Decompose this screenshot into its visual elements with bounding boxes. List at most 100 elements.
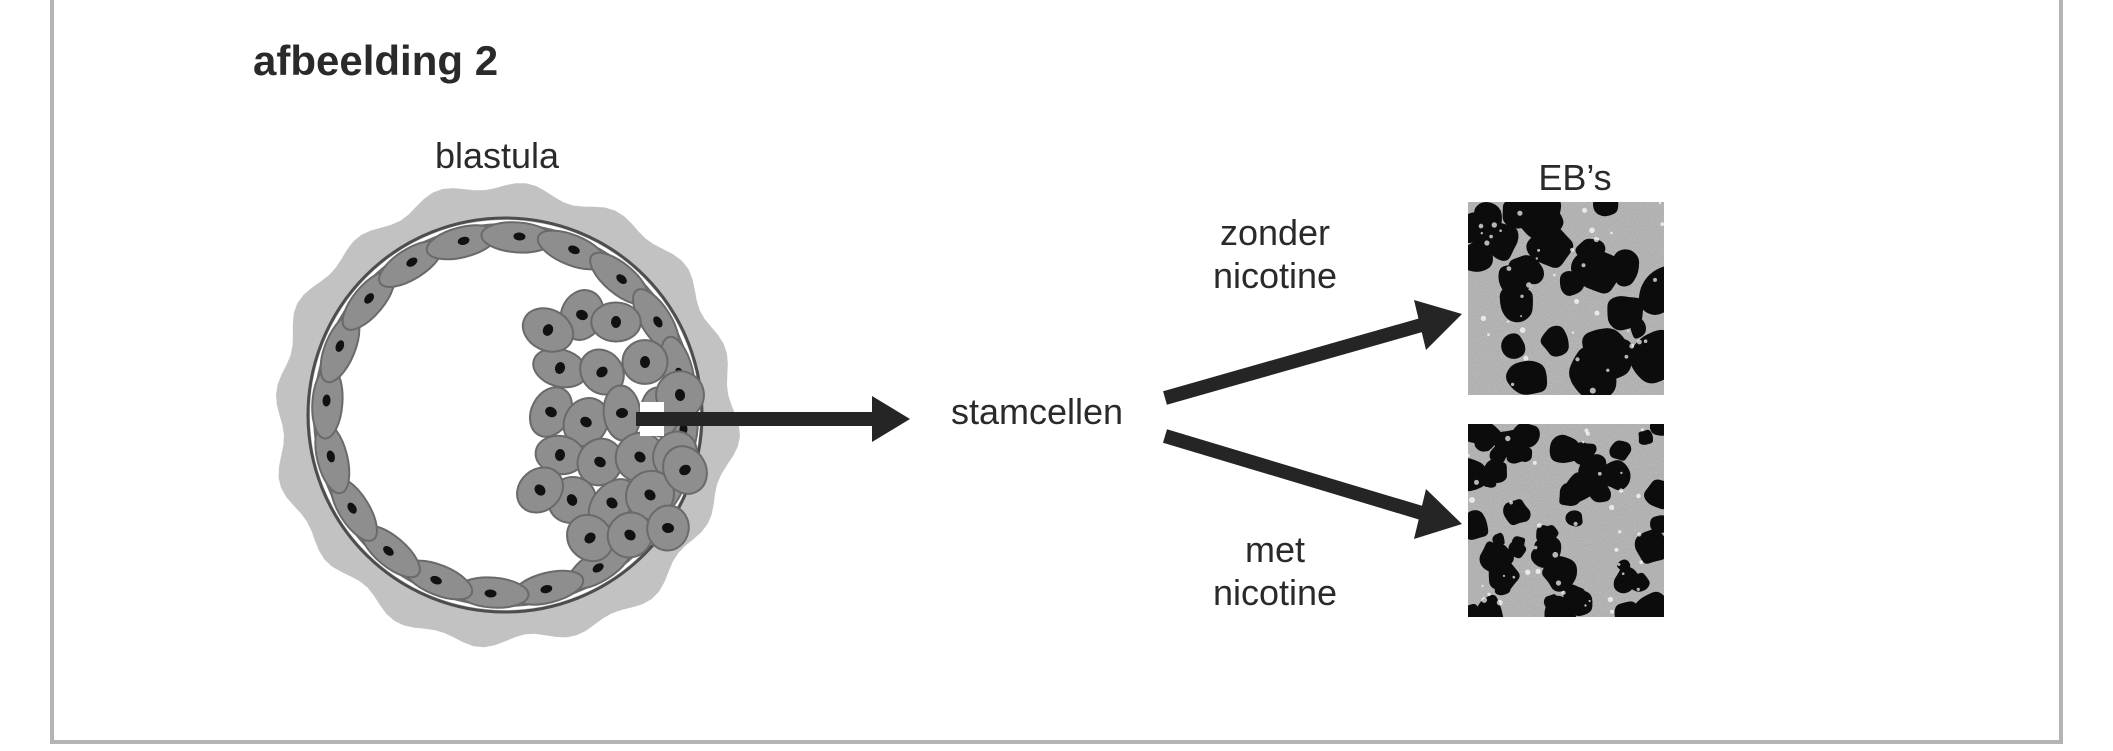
cell-nucleus: [513, 232, 526, 241]
icm-cell: [606, 511, 654, 559]
micrograph-speck: [1589, 387, 1596, 394]
embryoid-body: [1568, 590, 1593, 617]
micrograph-speck: [1571, 331, 1575, 334]
arrow-with-nicotine: [1162, 429, 1462, 539]
micrograph-speck: [1481, 584, 1484, 588]
icm-cell: [646, 504, 690, 552]
micrograph-speck: [1523, 355, 1529, 361]
icm-cell: [528, 386, 574, 438]
micrograph-speck: [1480, 232, 1484, 235]
arrow-to-stem-cells: [636, 396, 910, 442]
micrograph-speck: [1609, 504, 1615, 511]
embryoid-body: [1542, 555, 1578, 592]
micrograph-speck: [1526, 282, 1532, 288]
micrograph-speck: [1520, 315, 1523, 318]
cell-nucleus: [616, 274, 627, 285]
cell-nucleus: [610, 316, 622, 328]
micrograph-speck: [1584, 428, 1589, 433]
cell-nucleus: [545, 406, 557, 418]
embryoid-body: [1559, 483, 1582, 507]
cell-nucleus: [322, 394, 331, 407]
cell-nucleus: [580, 416, 592, 428]
embryoid-body: [1536, 525, 1557, 544]
cell-nucleus: [624, 529, 636, 541]
cell-nucleus: [640, 356, 650, 368]
micrograph-speck: [1643, 339, 1648, 344]
micrograph-speck: [1627, 330, 1630, 333]
embryoid-body: [1609, 440, 1632, 461]
micrograph-speck: [1614, 547, 1619, 552]
embryoid-body: [1533, 202, 1557, 219]
micrograph-speck: [1484, 240, 1490, 246]
embryoid-body: [1489, 443, 1508, 464]
micrograph-speck: [1532, 460, 1537, 465]
ebs-label: EB’s: [1538, 157, 1611, 198]
micrograph-speck: [1570, 247, 1575, 252]
micrograph-speck: [1582, 207, 1588, 213]
cell-nucleus: [594, 456, 606, 468]
embryoid-body: [1525, 426, 1540, 440]
micrograph-speck: [1505, 435, 1511, 442]
cell-nucleus: [430, 575, 442, 585]
micrograph-speck: [1606, 368, 1610, 372]
cell-nucleus: [347, 502, 357, 514]
embryoid-body: [1540, 325, 1569, 357]
embryoid-body: [1468, 212, 1486, 243]
embryoid-body: [1479, 541, 1510, 574]
embryoid-body: [1468, 603, 1483, 617]
embryoid-body: [1505, 281, 1529, 306]
micrograph-speck: [1660, 222, 1664, 226]
with-nicotine-label-line2: nicotine: [1213, 572, 1337, 613]
micrograph-speck: [1535, 257, 1539, 260]
embryoid-body: [1468, 458, 1488, 492]
embryoid-body: [1501, 333, 1526, 359]
cell-nucleus: [606, 497, 618, 509]
cell-nucleus: [576, 309, 588, 321]
embryoid-body: [1526, 224, 1574, 268]
micrograph-speck: [1620, 471, 1623, 475]
embryoid-body: [1593, 202, 1619, 217]
embryoid-body: [1468, 239, 1493, 272]
embryoid-body: [1587, 479, 1611, 503]
micrograph-speck: [1636, 493, 1641, 499]
cell-nucleus: [554, 362, 566, 374]
trophoblast-cell: [425, 224, 499, 261]
micrograph-with-nicotine: [1468, 424, 1664, 617]
icm-cell: [655, 370, 705, 420]
embryoid-body: [1648, 538, 1664, 558]
embryoid-body: [1614, 601, 1643, 617]
icm-cell: [534, 434, 586, 476]
embryoid-body: [1503, 499, 1531, 526]
micrograph-speck: [1637, 339, 1642, 345]
micrograph-speck: [1469, 497, 1475, 503]
micrograph-speck: [1610, 609, 1615, 614]
micrograph-speck: [1584, 604, 1587, 607]
embryoid-body: [1575, 238, 1606, 265]
embryoid-body: [1565, 510, 1583, 527]
micrograph-speck: [1491, 222, 1498, 228]
micrograph-speck: [1520, 294, 1524, 298]
cell-nucleus: [566, 494, 578, 506]
micrograph-speck: [1553, 273, 1556, 277]
micrograph-speck: [1533, 545, 1538, 550]
embryoid-body: [1570, 368, 1589, 388]
micrograph-speck: [1537, 248, 1541, 252]
cell-nucleus: [484, 589, 497, 598]
embryoid-body: [1468, 510, 1489, 540]
embryoid-body: [1638, 266, 1664, 315]
embryoid-body: [1506, 360, 1548, 395]
micrograph-speck: [1512, 575, 1516, 579]
cell-nucleus: [326, 450, 335, 463]
embryoid-body: [1649, 424, 1664, 436]
cell-nucleus: [592, 563, 604, 573]
cell-nucleus: [383, 545, 394, 556]
micrograph-speck: [1597, 471, 1602, 476]
micrograph-speck: [1502, 574, 1506, 578]
micrograph-speck: [1509, 500, 1513, 505]
micrograph-speck: [1496, 599, 1503, 606]
micrograph-speck: [1575, 357, 1580, 362]
micrograph-speck: [1624, 354, 1629, 359]
micrograph-speck: [1589, 227, 1595, 234]
micrograph-speck: [1535, 568, 1541, 575]
